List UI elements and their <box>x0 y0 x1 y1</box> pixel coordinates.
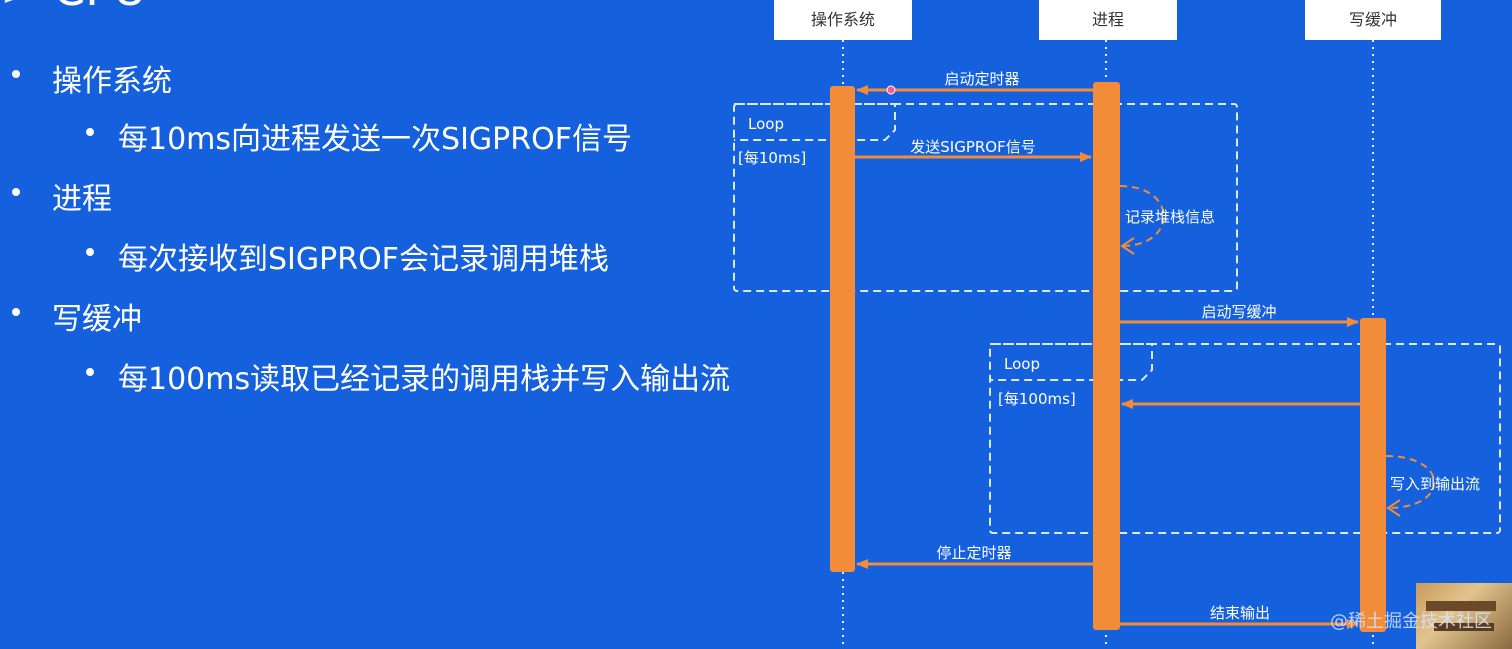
message-start-write-buffer: 启动写缓冲 <box>1201 303 1276 321</box>
loop-label-100ms: Loop <box>1004 355 1040 373</box>
message-start-timer: 启动定时器 <box>944 70 1019 88</box>
bullet-dot <box>12 308 20 316</box>
bullet-dot <box>12 188 20 196</box>
sub-bullet-dot <box>86 368 94 376</box>
corner-thumbnail <box>1416 583 1512 649</box>
message-stop-timer: 停止定时器 <box>936 544 1011 562</box>
participant-box-write-buffer <box>1305 0 1441 40</box>
slide-title-fragment: > CPU <box>0 0 147 16</box>
self-arrow-write-output <box>1385 455 1436 509</box>
thumb-shelf <box>1434 623 1494 631</box>
message-send-signal: 发送SIGPROF信号 <box>910 138 1035 156</box>
bullet-process: 进程 <box>52 182 112 217</box>
watermark: @稀土掘金技术社区 <box>1330 611 1492 632</box>
participant-box-process <box>1039 0 1177 40</box>
loop-label-10ms: Loop <box>748 115 784 133</box>
participant-box-os <box>774 0 912 40</box>
participant-label-os: 操作系统 <box>811 10 875 29</box>
self-arrow-record-stack-head <box>1120 237 1135 255</box>
sub-bullet-dot <box>86 128 94 136</box>
sub-bullet-process: 每次接收到SIGPROF会记录调用堆栈 <box>118 242 609 277</box>
participant-label-process: 进程 <box>1092 10 1124 29</box>
activation-bar-os <box>830 86 855 572</box>
sub-bullet-os: 每10ms向进程发送一次SIGPROF信号 <box>118 122 632 157</box>
loop-box-10ms <box>733 103 1238 292</box>
message-record-stack: 记录堆栈信息 <box>1125 208 1215 226</box>
message-end-output: 结束输出 <box>1210 604 1270 622</box>
bullet-write-buffer: 写缓冲 <box>52 302 142 337</box>
activation-bar-process <box>1093 82 1120 630</box>
self-arrow-record-stack <box>1119 185 1165 247</box>
sub-bullet-write-buffer: 每100ms读取已经记录的调用栈并写入输出流 <box>118 362 731 397</box>
bullet-dot <box>12 70 20 78</box>
loop-guard-100ms: [每100ms] <box>998 390 1076 408</box>
bullet-os: 操作系统 <box>52 64 172 99</box>
self-arrow-write-output-head <box>1386 499 1401 517</box>
thumb-shelf <box>1426 601 1496 611</box>
message-write-output: 写入到输出流 <box>1390 475 1480 493</box>
pointer-dot <box>886 85 896 95</box>
participant-label-write-buffer: 写缓冲 <box>1349 10 1397 29</box>
loop-box-100ms <box>989 343 1501 534</box>
loop-guard-10ms: [每10ms] <box>738 149 806 167</box>
activation-bar-write-buffer <box>1360 318 1386 632</box>
sub-bullet-dot <box>86 248 94 256</box>
